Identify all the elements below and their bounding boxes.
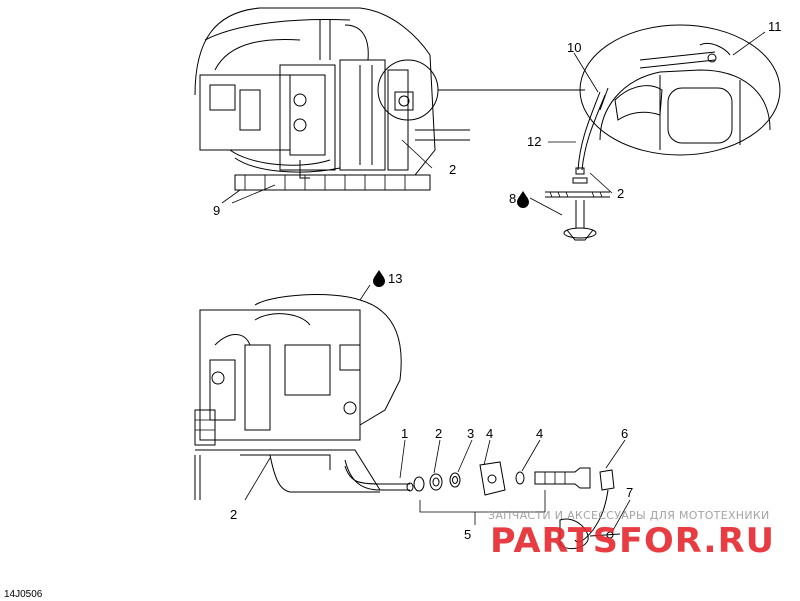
- callout-11: 11: [768, 19, 782, 34]
- oil-drop-icon: [373, 270, 385, 287]
- callout-13: 13: [388, 271, 402, 286]
- callout-10: 10: [567, 40, 581, 55]
- callout-2-plug: 2: [435, 426, 442, 441]
- callout-6: 6: [621, 426, 628, 441]
- callout-2-bottom: 2: [230, 507, 237, 522]
- vent-tube-assembly: [545, 91, 610, 241]
- oil-drop-icon: [517, 191, 529, 208]
- callout-3: 3: [467, 426, 474, 441]
- watermark-tagline: ЗАПЧАСТИ И АКСЕССУАРЫ ДЛЯ МОТОТЕХНИКИ: [488, 509, 770, 522]
- callout-7: 7: [626, 485, 633, 500]
- leader-lines-bottom: [244, 284, 631, 533]
- callout-5: 5: [464, 527, 471, 542]
- detail-lens: [377, 24, 781, 156]
- callout-labels: 10 11 12 2 8 2 9 13 1 2 3 4 4 6 7 5 2: [213, 19, 782, 542]
- engine-top-view: [194, 7, 470, 191]
- engine-bottom-view: [194, 294, 414, 500]
- drain-plug-exploded: [413, 461, 621, 550]
- figure-id: 14J0506: [4, 589, 43, 600]
- callout-4b: 4: [536, 426, 543, 441]
- callout-8: 8: [509, 191, 516, 206]
- watermark-logo: PARTSFOR.RU: [490, 521, 775, 561]
- callout-12: 12: [527, 134, 541, 149]
- callout-2-top: 2: [449, 162, 456, 177]
- leader-lines-top: [221, 31, 766, 216]
- watermark: ЗАПЧАСТИ И АКСЕССУАРЫ ДЛЯ МОТОТЕХНИКИ PA…: [488, 509, 775, 561]
- callout-2-vent: 2: [617, 186, 624, 201]
- callout-1: 1: [401, 426, 408, 441]
- callout-4a: 4: [486, 426, 493, 441]
- callout-9: 9: [213, 203, 220, 218]
